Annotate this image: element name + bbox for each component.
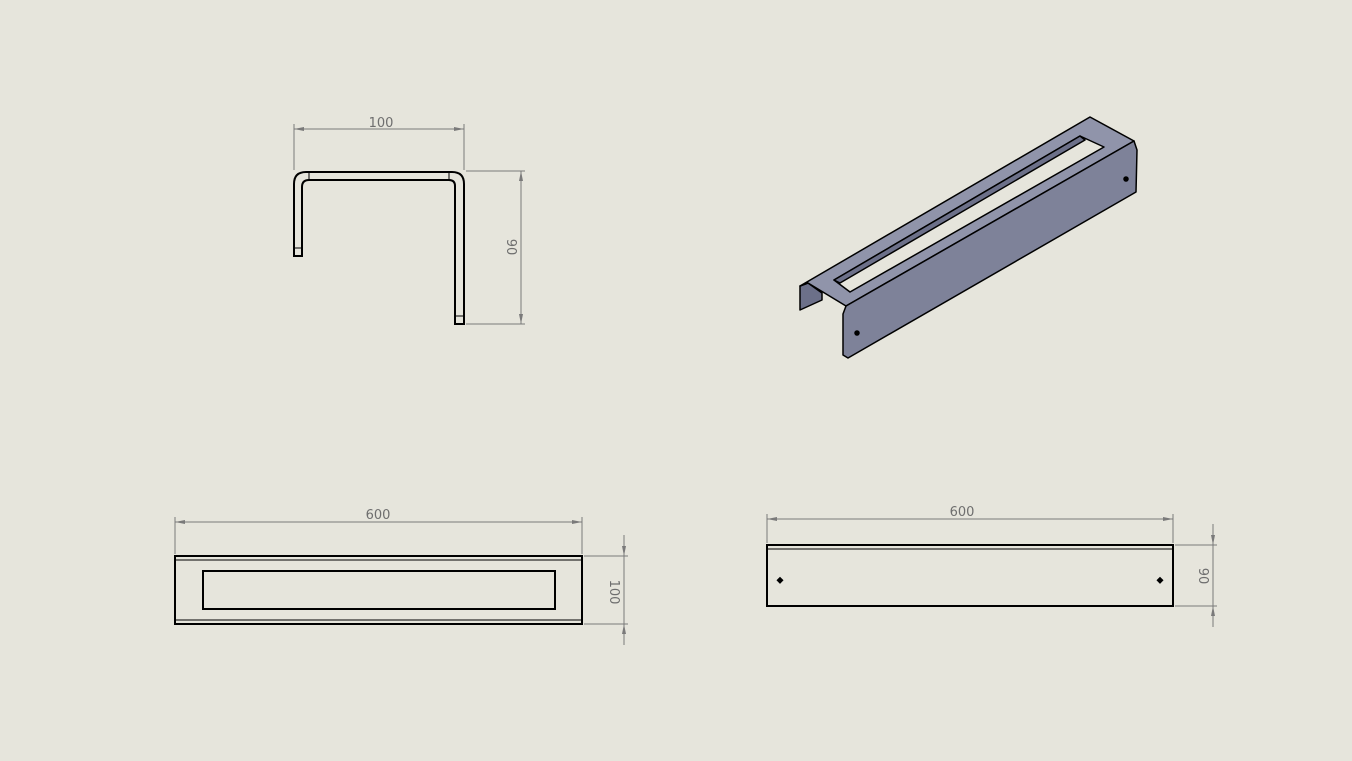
top-outline [174,555,583,625]
arrow-icon [767,517,777,521]
hole [776,576,784,584]
dim-side-width: 100 [369,116,394,131]
dim-top-length: 600 [366,508,391,523]
hole [1123,176,1129,182]
front-view: 600 90 [766,505,1217,627]
arrow-icon [519,171,523,181]
arrow-icon [572,520,582,524]
top-view: 600 100 [174,508,628,645]
slot-inner-wall [833,135,1086,284]
dim-front-height: 90 [1195,568,1210,585]
side-profile-outer [293,171,465,325]
arrow-icon [622,546,626,556]
arrow-icon [454,127,464,131]
arrow-icon [1211,606,1215,616]
dim-top-width: 100 [606,580,621,605]
front-outline [766,544,1174,607]
slot [202,570,556,610]
arrow-icon [1211,535,1215,545]
hole [1156,576,1164,584]
arrow-icon [622,624,626,634]
arrow-icon [1163,517,1173,521]
side-view: 100 90 [293,116,525,325]
bend-line [845,140,1135,307]
dim-side-height: 90 [503,239,518,256]
arrow-icon [294,127,304,131]
front-face [842,140,1138,359]
isometric-view [799,116,1138,359]
arrow-icon [519,314,523,324]
hole [854,330,860,336]
arrow-icon [175,520,185,524]
dim-front-length: 600 [950,505,975,520]
